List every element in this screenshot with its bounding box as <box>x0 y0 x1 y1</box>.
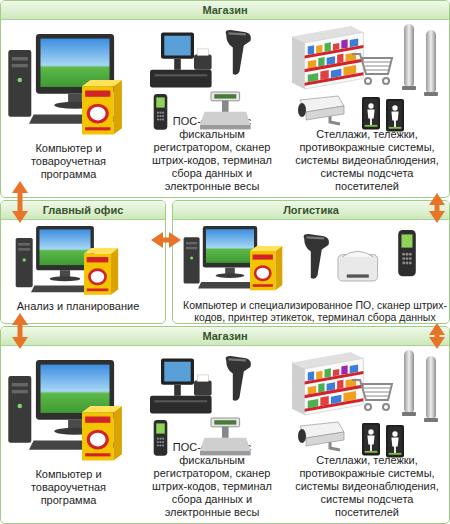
band-title: Главный офис <box>1 201 165 219</box>
band-heading: Логистика <box>173 201 449 220</box>
band-title: Логистика <box>173 201 449 219</box>
equipment-caption: Компьютер и товароучетная программа <box>6 142 131 181</box>
location-band: МагазинКомпьютер и товароучетная програм… <box>0 326 450 524</box>
double-arrow <box>18 189 23 215</box>
logistics-equipment <box>184 226 416 290</box>
equipment-group: Стеллажи, тележки, противокражные систем… <box>288 349 446 519</box>
location-band: ЛогистикаКомпьютер и специализированное … <box>172 200 450 324</box>
band-title: Магазин <box>1 1 449 19</box>
equipment-caption: ПОС-система с фискальным регистратором, … <box>141 115 283 193</box>
band-heading: Магазин <box>1 1 449 20</box>
band-title: Магазин <box>1 327 449 345</box>
equipment-group: ПОС-система с фискальным регистратором, … <box>141 349 283 519</box>
equipment-group: Стеллажи, тележки, противокражные систем… <box>288 23 446 193</box>
equipment-caption: Стеллажи, тележки, противокражные систем… <box>288 454 446 519</box>
office-equipment <box>16 226 119 295</box>
equipment-caption: Компьютер и специализированное ПО, скане… <box>181 299 449 323</box>
location-band: Главный офисАнализ и планирование <box>0 200 166 324</box>
equipment-group: Компьютер и товароучетная программа <box>6 349 131 507</box>
equipment-caption: Стеллажи, тележки, противокражные систем… <box>288 128 446 193</box>
equipment-caption: Компьютер и товароучетная программа <box>6 468 131 507</box>
double-arrow <box>159 238 173 243</box>
equipment-caption: Анализ и планирование <box>5 300 151 313</box>
equipment-group: Компьютер и специализированное ПО, скане… <box>181 223 449 323</box>
store-equipment <box>8 350 438 461</box>
equipment-group: Анализ и планирование <box>5 223 151 313</box>
double-arrow <box>435 201 440 215</box>
double-arrow <box>18 321 23 341</box>
equipment-group: Компьютер и товароучетная программа <box>6 23 131 181</box>
equipment-group: ПОС-система с фискальным регистратором, … <box>141 23 283 193</box>
location-band: МагазинКомпьютер и товароучетная програм… <box>0 0 450 198</box>
band-heading: Главный офис <box>1 201 165 220</box>
equipment-caption: ПОС-система с фискальным регистратором, … <box>141 441 283 519</box>
band-heading: Магазин <box>1 327 449 346</box>
double-arrow <box>435 331 440 341</box>
store-equipment <box>8 24 438 135</box>
